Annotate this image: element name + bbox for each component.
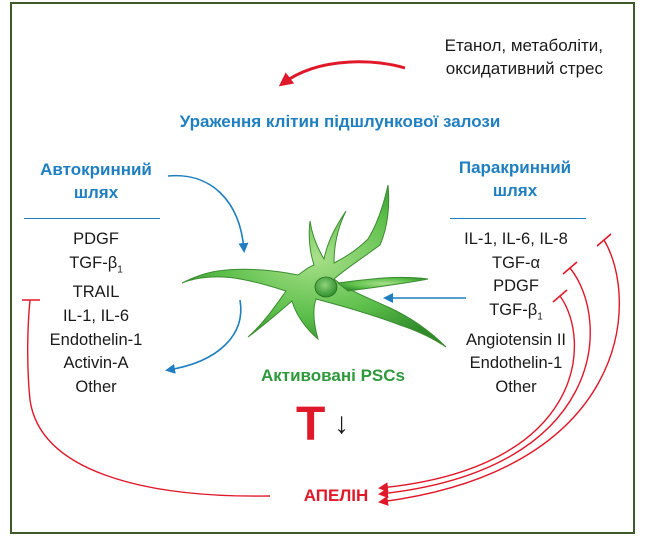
trigger-line-1: Етанол, метаболіти, [363,34,603,57]
autocrine-title: Автокринний шлях [28,158,164,204]
paracrine-title-line-2: шлях [444,179,586,202]
damage-label: Ураження клітин підшлункової залози [150,112,530,132]
autocrine-title-line-1: Автокринний [28,158,164,181]
paracrine-item-text: TGF-β [489,301,537,319]
autocrine-in-arrow [168,176,244,250]
autocrine-item-subscript: 1 [117,264,123,275]
paracrine-item: TGF-β1 [442,299,590,329]
paracrine-item: Endothelin-1 [442,352,590,376]
paracrine-divider [450,218,586,219]
paracrine-item: IL-1, IL-6, IL-8 [442,228,590,252]
paracrine-item: Angiotensin II [442,329,590,353]
paracrine-list: IL-1, IL-6, IL-8 TGF-α PDGF TGF-β1 Angio… [442,228,590,399]
paracrine-item: Other [442,376,590,400]
trigger-line-2: оксидативний стрес [363,57,603,80]
trigger-label: Етанол, метаболіти, оксидативний стрес [363,34,603,80]
inhibition-symbol: T [296,398,325,452]
down-arrow-icon: ↓ [334,404,349,444]
autocrine-item: Activin-A [28,352,164,376]
autocrine-item: PDGF [28,228,164,252]
autocrine-item-text: TGF-β [69,254,117,272]
paracrine-item: PDGF [442,275,590,299]
paracrine-item: TGF-α [442,252,590,276]
autocrine-item: TGF-β1 [28,252,164,282]
autocrine-item: Endothelin-1 [28,329,164,353]
autocrine-divider [24,218,160,219]
autocrine-title-line-2: шлях [28,181,164,204]
activated-cells-label: Активовані PSCs [238,366,428,386]
paracrine-title-line-1: Паракринний [444,156,586,179]
autocrine-list: PDGF TGF-β1 TRAIL IL-1, IL-6 Endothelin-… [28,228,164,399]
paracrine-title: Паракринний шлях [444,156,586,202]
paracrine-item-subscript: 1 [537,311,543,322]
autocrine-item: Other [28,376,164,400]
apelin-label: АПЕЛІН [276,486,396,506]
autocrine-item: IL-1, IL-6 [28,305,164,329]
autocrine-item: TRAIL [28,281,164,305]
autocrine-out-arrow [168,300,241,370]
